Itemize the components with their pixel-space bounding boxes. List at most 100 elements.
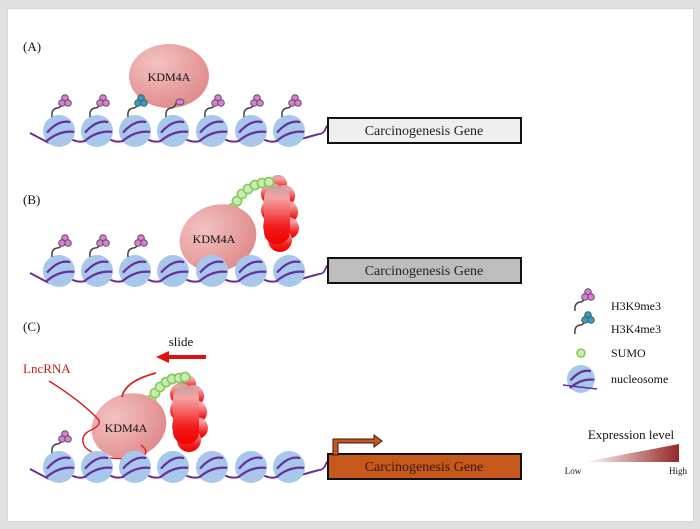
methyl-group: [102, 99, 110, 107]
h3k9me3-icon: [89, 94, 110, 118]
expression-low-label: Low: [565, 466, 582, 476]
h3k9me3-icon: [574, 288, 595, 312]
sumo-icon: [263, 176, 275, 188]
methyl-group: [587, 293, 595, 301]
dna-wrap: [121, 466, 151, 479]
dna-strand: [146, 474, 162, 479]
dna-wrap: [121, 130, 151, 143]
dna-wrap: [122, 120, 147, 134]
protein-body: [264, 186, 290, 244]
dna-wrap: [84, 120, 109, 134]
red-protein-complex: [170, 375, 208, 452]
kdm4a-label: KDM4A: [105, 421, 148, 435]
nucleosome: [43, 115, 75, 147]
dna-wrap: [198, 466, 228, 479]
legend-label: nucleosome: [611, 372, 668, 386]
dna-strand: [29, 272, 50, 284]
gene-box: [327, 453, 522, 480]
dna-strand: [223, 278, 240, 283]
slide-label: slide: [169, 334, 194, 349]
dna-strand: [223, 474, 240, 479]
dna-strand: [108, 278, 124, 283]
legend-label: SUMO: [611, 346, 646, 360]
h3k9me3-icon: [89, 234, 110, 258]
nucleosome: [235, 255, 267, 287]
dna-strand: [70, 138, 86, 143]
dna-strand: [223, 138, 240, 143]
methyl-group: [140, 99, 148, 107]
methyl-group: [217, 99, 225, 107]
dna-wrap: [45, 130, 75, 143]
nucleosome: [119, 255, 151, 287]
h3k4me3-icon: [574, 311, 595, 335]
dna-wrap: [199, 120, 224, 134]
methyl-group: [140, 239, 148, 247]
methyl-group: [256, 99, 264, 107]
dna-wrap: [46, 260, 71, 274]
dna-strand: [562, 384, 598, 390]
dna-strand: [184, 474, 201, 479]
dna-wrap: [121, 270, 151, 283]
dna-wrap: [237, 130, 267, 143]
dna-wrap: [83, 130, 113, 143]
dna-wrap: [199, 456, 224, 470]
dna-wrap: [160, 456, 185, 470]
dna-wrap: [159, 466, 189, 479]
dna-wrap: [160, 260, 185, 274]
dna-strand: [300, 133, 320, 140]
nucleosome: [43, 451, 75, 483]
dna-strand: [262, 474, 278, 479]
lncrna-strand: [121, 372, 157, 398]
nucleosome: [81, 255, 113, 287]
dna-wrap: [275, 270, 305, 283]
dna-wrap: [276, 260, 301, 274]
dna-strand: [184, 138, 201, 143]
legend-label: H3K4me3: [611, 322, 661, 336]
dna-wrap: [198, 130, 228, 143]
expression-title: Expression level: [588, 427, 675, 442]
nucleosome: [196, 115, 228, 147]
nucleosome: [196, 451, 228, 483]
dna-strand: [146, 278, 162, 283]
kdm4a-protein: [129, 44, 209, 108]
dna-wrap: [198, 270, 228, 283]
dna-strand: [184, 278, 201, 283]
protein-body: [173, 386, 199, 444]
nucleosome: [273, 451, 305, 483]
dna-wrap: [237, 270, 267, 283]
dna-strand: [262, 138, 278, 143]
dna-wrap: [159, 270, 189, 283]
dna-strand: [70, 278, 86, 283]
dna-wrap: [159, 130, 189, 143]
nucleosome: [81, 451, 113, 483]
lncrna-label: LncRNA: [23, 361, 71, 376]
dna-wrap: [83, 466, 113, 479]
dna-wrap: [84, 260, 109, 274]
dna-wrap: [237, 466, 267, 479]
dna-strand: [262, 278, 278, 283]
legend-item: H3K9me3: [574, 288, 661, 313]
nucleosome: [119, 451, 151, 483]
legend-item: H3K4me3: [574, 311, 661, 336]
gene-label: Carcinogenesis Gene: [365, 264, 484, 279]
dna-strand: [108, 138, 124, 143]
panel-label: (C): [23, 319, 40, 334]
nucleosome: [157, 255, 189, 287]
nucleosome: [235, 451, 267, 483]
dna-wrap: [238, 120, 263, 134]
gene-box: [327, 257, 522, 284]
dna-wrap: [122, 260, 147, 274]
h3k9me3-icon: [243, 94, 264, 118]
h3k9me3-icon: [281, 94, 302, 118]
dna-strand: [70, 474, 86, 479]
dna-wrap: [45, 270, 75, 283]
red-protein-complex: [261, 175, 299, 252]
dna-wrap: [238, 260, 263, 274]
h3k4me3-icon: [127, 94, 148, 118]
